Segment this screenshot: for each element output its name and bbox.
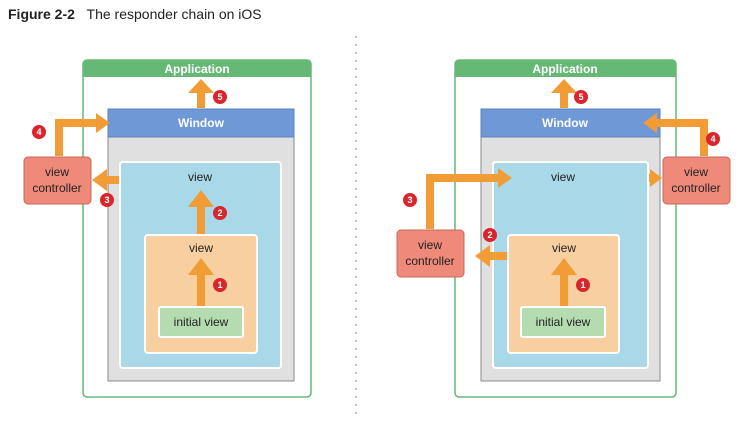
view-controller-label-line2: controller [405, 254, 454, 268]
initial-view-label: initial view [174, 315, 229, 329]
outer-view-label: view [188, 170, 212, 184]
arrow-step-2 [475, 245, 507, 267]
step-badge-3: 3 [403, 193, 417, 207]
initial-view [158, 306, 244, 338]
svg-text:1: 1 [217, 280, 222, 290]
svg-text:3: 3 [104, 195, 109, 205]
arrow-step-1 [551, 258, 577, 306]
svg-text:2: 2 [217, 208, 222, 218]
step-badge-4: 4 [706, 132, 720, 146]
initial-view [520, 306, 606, 338]
diagram-left: Application Window view view initial vie… [23, 59, 312, 398]
step-badge-5: 5 [574, 90, 588, 104]
svg-text:2: 2 [487, 230, 492, 240]
arrow-step-3 [92, 169, 119, 191]
application-label: Application [164, 62, 229, 76]
inner-view-label: view [552, 241, 576, 255]
svg-text:5: 5 [217, 92, 222, 102]
application-header [83, 60, 311, 77]
window-header [480, 108, 661, 138]
view-controller-label-line2: controller [32, 181, 81, 195]
window-label: Window [542, 116, 589, 130]
arrow-step-4 [55, 113, 110, 156]
outer-view-label: view [551, 170, 575, 184]
inner-view-label: view [189, 241, 213, 255]
view-controller [396, 229, 465, 278]
arrow-step-3 [426, 168, 512, 229]
arrow-step-2 [188, 190, 214, 234]
arrow-step-5 [551, 79, 577, 108]
svg-text:5: 5 [578, 92, 583, 102]
arrow-step-5 [188, 79, 214, 108]
view-controller-label-line2: controller [671, 181, 720, 195]
svg-text:4: 4 [36, 127, 41, 137]
svg-text:3: 3 [407, 195, 412, 205]
view-controller-label-line1: view [684, 165, 708, 179]
step-badge-2: 2 [213, 206, 227, 220]
svg-text:1: 1 [580, 280, 585, 290]
view-controller [23, 156, 92, 205]
view-controller [662, 156, 731, 205]
figure-caption: Figure 2-2 The responder chain on iOS [8, 6, 262, 22]
application-header [455, 60, 676, 77]
initial-view-label: initial view [536, 315, 591, 329]
window-label: Window [178, 116, 225, 130]
arrow-step-4a [649, 169, 662, 187]
application-label: Application [532, 62, 597, 76]
step-badge-2: 2 [483, 228, 497, 242]
step-badge-4: 4 [32, 125, 46, 139]
step-badge-1: 1 [576, 278, 590, 292]
step-badge-5: 5 [213, 90, 227, 104]
view-controller-label-line1: view [45, 165, 69, 179]
diagram-right: Application Window view view initial vie… [396, 59, 731, 398]
figure-title: The responder chain on iOS [86, 6, 262, 22]
arrow-step-1 [188, 258, 214, 306]
svg-text:4: 4 [710, 134, 715, 144]
step-badge-3: 3 [100, 193, 114, 207]
view-controller-label-line1: view [418, 238, 442, 252]
step-badge-1: 1 [213, 278, 227, 292]
arrow-step-4 [643, 113, 708, 156]
figure-number: Figure 2-2 [8, 6, 75, 22]
